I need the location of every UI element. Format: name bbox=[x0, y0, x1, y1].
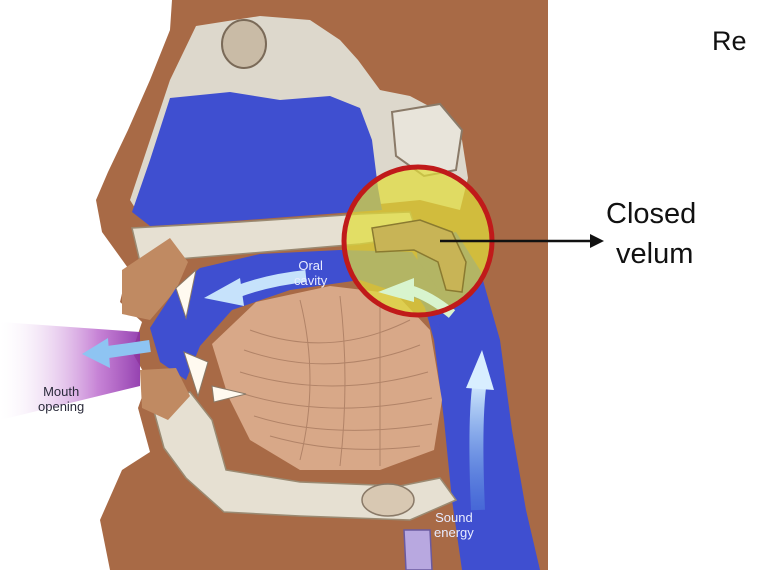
oral-cavity-label: Oral cavity bbox=[294, 258, 327, 288]
callout-line-1: Closed bbox=[606, 194, 696, 234]
sinus bbox=[222, 20, 266, 68]
mouth-opening-label: Mouth opening bbox=[38, 384, 84, 414]
windpipe bbox=[404, 530, 432, 570]
closed-velum-callout: Closed velum bbox=[606, 194, 696, 274]
page-heading-fragment: Re bbox=[712, 26, 747, 57]
sound-energy-label: Sound energy bbox=[434, 510, 474, 540]
larynx bbox=[362, 484, 414, 516]
nasal-cavity bbox=[132, 92, 382, 226]
callout-line-2: velum bbox=[606, 234, 696, 274]
